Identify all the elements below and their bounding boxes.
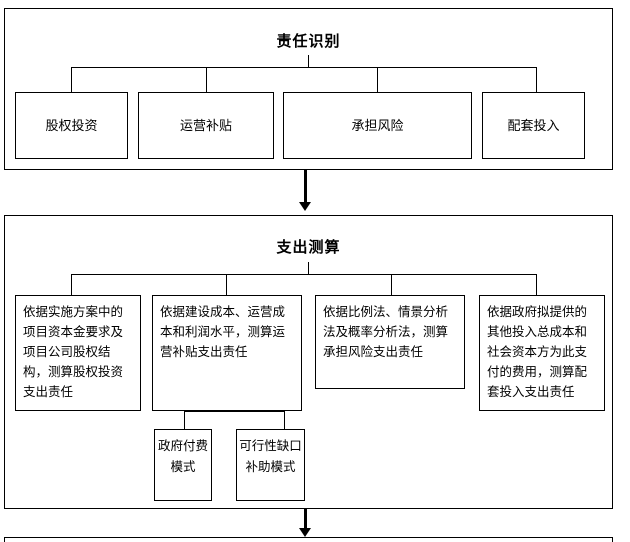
- arrow-stem-s1-s2: [304, 170, 307, 203]
- node-text-operating-subsidy-method: 依据建设成本、运营成本和利润水平，测算运营补贴支出责任: [160, 304, 286, 359]
- connector-stub-s1-root: [308, 55, 309, 68]
- arrow-head-s1-s2: [299, 202, 311, 211]
- node-text-risk-bearing-method: 依据比例法、情景分析法及概率分析法，测算承担风险支出责任: [323, 304, 449, 359]
- node-text-equity-investment-method: 依据实施方案中的项目资本金要求及项目公司股权结构，测算股权投资支出责任: [23, 304, 124, 399]
- connector-drop-s2-sub-1: [284, 411, 285, 429]
- connector-horizontal-s2: [71, 274, 536, 275]
- connector-stub-s2-root: [308, 262, 309, 275]
- node-label-risk-bearing: 承担风险: [351, 119, 404, 134]
- node-equity-investment-method[interactable]: 依据实施方案中的项目资本金要求及项目公司股权结构，测算股权投资支出责任: [15, 295, 141, 411]
- connector-drop-s2-0: [71, 274, 72, 295]
- node-operating-subsidy[interactable]: 运营补贴: [138, 92, 274, 159]
- arrow-stem-s2-s3: [304, 509, 307, 529]
- section-next-partial: [4, 537, 613, 542]
- connector-drop-s2-2: [391, 274, 392, 295]
- node-operating-subsidy-method[interactable]: 依据建设成本、运营成本和利润水平，测算运营补贴支出责任: [152, 295, 302, 411]
- connector-drop-s2-sub-0: [184, 411, 185, 429]
- connector-drop-s2-3: [536, 274, 537, 295]
- connector-horizontal-s1: [71, 67, 536, 68]
- node-label-operating-subsidy: 运营补贴: [179, 119, 232, 134]
- node-text-supporting-input-method: 依据政府拟提供的其他投入总成本和社会资本方为此支付的费用，测算配套投入支出责任: [487, 304, 588, 399]
- section-title-expenditure-measurement: 支出测算: [276, 238, 341, 256]
- node-text-viability-gap-funding-mode: 可行性缺口补助模式: [239, 438, 302, 474]
- node-supporting-input-method[interactable]: 依据政府拟提供的其他投入总成本和社会资本方为此支付的费用，测算配套投入支出责任: [479, 295, 605, 411]
- connector-drop-s1-2: [377, 67, 378, 92]
- connector-horizontal-s2-sub: [184, 411, 284, 412]
- node-risk-bearing-method[interactable]: 依据比例法、情景分析法及概率分析法，测算承担风险支出责任: [315, 295, 465, 389]
- node-text-government-payment-mode: 政府付费模式: [157, 438, 208, 474]
- node-equity-investment[interactable]: 股权投资: [15, 92, 128, 159]
- node-label-equity-investment: 股权投资: [45, 119, 98, 134]
- connector-drop-s1-0: [71, 67, 72, 92]
- node-government-payment-mode[interactable]: 政府付费模式: [154, 429, 212, 501]
- connector-drop-s1-3: [536, 67, 537, 92]
- node-risk-bearing[interactable]: 承担风险: [283, 92, 472, 159]
- connector-drop-s2-1: [226, 274, 227, 295]
- node-label-supporting-input: 配套投入: [507, 119, 560, 134]
- section-title-responsibility-identification: 责任识别: [276, 32, 341, 50]
- node-supporting-input[interactable]: 配套投入: [482, 92, 585, 159]
- connector-drop-s1-1: [206, 67, 207, 92]
- arrow-head-s2-s3: [299, 528, 311, 537]
- node-viability-gap-funding-mode[interactable]: 可行性缺口补助模式: [236, 429, 305, 501]
